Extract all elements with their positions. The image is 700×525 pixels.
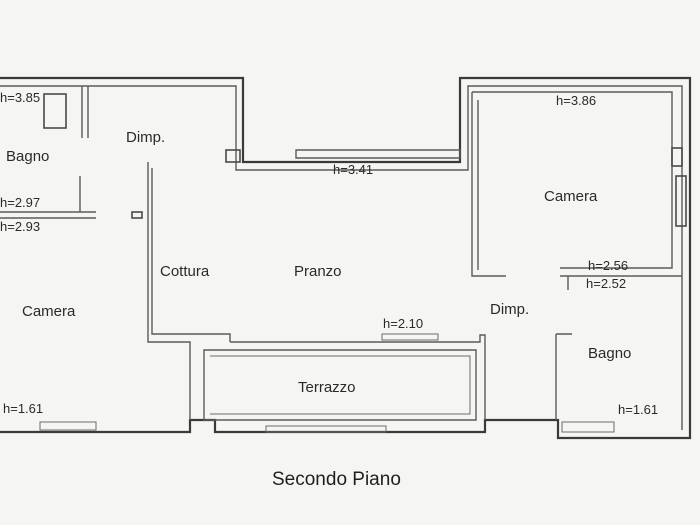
room-label-bagno-left: Bagno bbox=[6, 148, 50, 165]
room-label-bagno-right: Bagno bbox=[588, 345, 632, 362]
room-label-dimp-right: Dimp. bbox=[490, 301, 530, 318]
room-label-camera-right: Camera bbox=[544, 188, 598, 205]
terrazzo-box bbox=[203, 349, 477, 421]
camera-left-partition bbox=[147, 162, 486, 420]
height-label-252: h=2.52 bbox=[586, 276, 627, 291]
room-label-pranzo: Pranzo bbox=[294, 263, 342, 280]
height-label-341: h=3.41 bbox=[333, 162, 374, 177]
height-label-385: h=3.85 bbox=[0, 90, 41, 105]
bagno-left-wall bbox=[0, 86, 96, 219]
room-label-camera-left: Camera bbox=[22, 303, 76, 320]
room-label-cottura: Cottura bbox=[160, 263, 210, 280]
window-bottom-left bbox=[39, 421, 97, 431]
window-bottom-right bbox=[561, 421, 615, 433]
height-label-161-right: h=1.61 bbox=[618, 402, 659, 417]
outer-wall-inner-line bbox=[0, 85, 683, 430]
height-label-210: h=2.10 bbox=[383, 316, 424, 331]
height-label-297: h=2.97 bbox=[0, 195, 41, 210]
door-pranzo bbox=[381, 333, 439, 341]
pillar-right bbox=[671, 147, 683, 167]
room-label-dimp-left: Dimp. bbox=[126, 129, 166, 146]
outer-wall-left-wing bbox=[0, 76, 692, 440]
bagno-right-wall bbox=[555, 275, 682, 420]
room-label-terrazzo: Terrazzo bbox=[298, 379, 356, 396]
window-bottom-center bbox=[265, 425, 387, 433]
pillar-left bbox=[225, 149, 241, 163]
height-label-256: h=2.56 bbox=[588, 258, 629, 273]
terrazzo-inner bbox=[210, 355, 471, 415]
camera-right-wall bbox=[471, 91, 673, 277]
height-label-386: h=3.86 bbox=[556, 93, 597, 108]
height-label-161-left: h=1.61 bbox=[3, 401, 44, 416]
shower-fixture bbox=[43, 93, 67, 129]
window-right bbox=[675, 175, 687, 227]
height-label-293: h=2.93 bbox=[0, 219, 41, 234]
plan-caption: Secondo Piano bbox=[272, 469, 401, 490]
pranzo-top-wall bbox=[295, 149, 461, 159]
pillar-small bbox=[131, 211, 143, 219]
